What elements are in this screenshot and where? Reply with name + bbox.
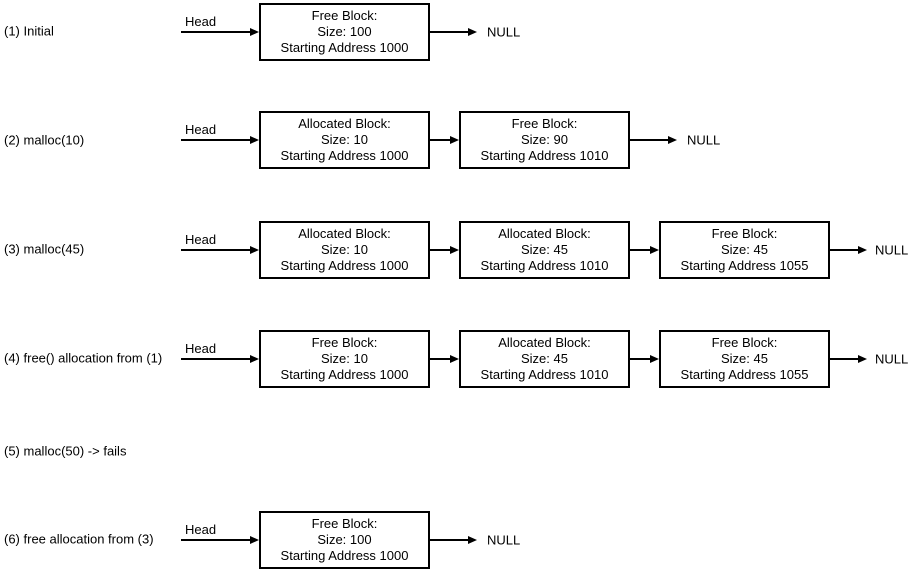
node-size: Size: 100	[317, 532, 372, 547]
node-size: Size: 45	[521, 242, 568, 257]
node-address: Starting Address 1000	[280, 548, 409, 563]
arrowhead-icon	[250, 536, 259, 544]
link-arrow	[630, 358, 650, 360]
node-box: Allocated Block: Size: 45 Starting Addre…	[459, 221, 630, 279]
node-title: Free Block:	[311, 516, 378, 531]
row-label-6: (6) free allocation from (3)	[4, 531, 154, 547]
node-size: Size: 45	[721, 242, 768, 257]
arrowhead-icon	[250, 246, 259, 254]
node-title: Free Block:	[311, 335, 378, 350]
arrowhead-icon	[468, 536, 477, 544]
head-label: Head	[185, 341, 217, 356]
arrowhead-icon	[450, 246, 459, 254]
node-address: Starting Address 1010	[480, 258, 609, 273]
node-address: Starting Address 1000	[280, 40, 409, 55]
node-address: Starting Address 1000	[280, 148, 409, 163]
arrowhead-icon	[650, 246, 659, 254]
head-label: Head	[185, 522, 217, 537]
node-box: Allocated Block: Size: 10 Starting Addre…	[259, 111, 430, 169]
row-label-3: (3) malloc(45)	[4, 241, 85, 257]
node-size: Size: 90	[521, 132, 568, 147]
arrowhead-icon	[650, 355, 659, 363]
node-box: Free Block: Size: 45 Starting Address 10…	[659, 221, 830, 279]
arrowhead-icon	[858, 246, 867, 254]
node-size: Size: 10	[321, 242, 368, 257]
node-size: Size: 45	[721, 351, 768, 366]
node-box: Free Block: Size: 100 Starting Address 1…	[259, 511, 430, 569]
link-arrow	[430, 358, 450, 360]
node-address: Starting Address 1010	[480, 367, 609, 382]
null-label: NULL	[487, 24, 521, 40]
null-arrow	[630, 139, 668, 141]
null-arrow	[430, 31, 468, 33]
arrowhead-icon	[250, 136, 259, 144]
arrowhead-icon	[250, 355, 259, 363]
null-label: NULL	[487, 532, 521, 548]
arrowhead-icon	[250, 28, 259, 36]
node-address: Starting Address 1055	[680, 367, 809, 382]
node-box: Free Block: Size: 90 Starting Address 10…	[459, 111, 630, 169]
link-arrow	[430, 249, 450, 251]
null-arrow	[430, 539, 468, 541]
head-arrow	[181, 539, 250, 541]
node-address: Starting Address 1010	[480, 148, 609, 163]
head-label: Head	[185, 232, 217, 247]
node-size: Size: 100	[317, 24, 372, 39]
node-box: Free Block: Size: 100 Starting Address 1…	[259, 3, 430, 61]
head-label: Head	[185, 14, 217, 29]
link-arrow	[630, 249, 650, 251]
null-arrow	[830, 358, 858, 360]
node-size: Size: 45	[521, 351, 568, 366]
null-label: NULL	[687, 132, 721, 148]
arrowhead-icon	[450, 136, 459, 144]
head-label: Head	[185, 122, 217, 137]
row-label-4: (4) free() allocation from (1)	[4, 350, 163, 366]
arrowhead-icon	[668, 136, 677, 144]
arrowhead-icon	[468, 28, 477, 36]
node-address: Starting Address 1000	[280, 367, 409, 382]
head-arrow	[181, 249, 250, 251]
arrowhead-icon	[858, 355, 867, 363]
node-title: Allocated Block:	[298, 226, 391, 241]
node-title: Allocated Block:	[498, 335, 591, 350]
node-title: Allocated Block:	[298, 116, 391, 131]
row-label-5: (5) malloc(50) -> fails	[4, 443, 127, 459]
node-size: Size: 10	[321, 132, 368, 147]
null-label: NULL	[875, 351, 909, 367]
node-title: Free Block:	[511, 116, 578, 131]
null-label: NULL	[875, 242, 909, 258]
node-address: Starting Address 1055	[680, 258, 809, 273]
node-address: Starting Address 1000	[280, 258, 409, 273]
node-box: Allocated Block: Size: 45 Starting Addre…	[459, 330, 630, 388]
arrowhead-icon	[450, 355, 459, 363]
node-size: Size: 10	[321, 351, 368, 366]
head-arrow	[181, 139, 250, 141]
node-title: Free Block:	[311, 8, 378, 23]
node-box: Free Block: Size: 45 Starting Address 10…	[659, 330, 830, 388]
link-arrow	[430, 139, 450, 141]
node-title: Allocated Block:	[498, 226, 591, 241]
node-box: Allocated Block: Size: 10 Starting Addre…	[259, 221, 430, 279]
head-arrow	[181, 31, 250, 33]
node-title: Free Block:	[711, 335, 778, 350]
head-arrow	[181, 358, 250, 360]
row-label-1: (1) Initial	[4, 23, 54, 39]
row-label-2: (2) malloc(10)	[4, 132, 85, 148]
node-title: Free Block:	[711, 226, 778, 241]
null-arrow	[830, 249, 858, 251]
node-box: Free Block: Size: 10 Starting Address 10…	[259, 330, 430, 388]
